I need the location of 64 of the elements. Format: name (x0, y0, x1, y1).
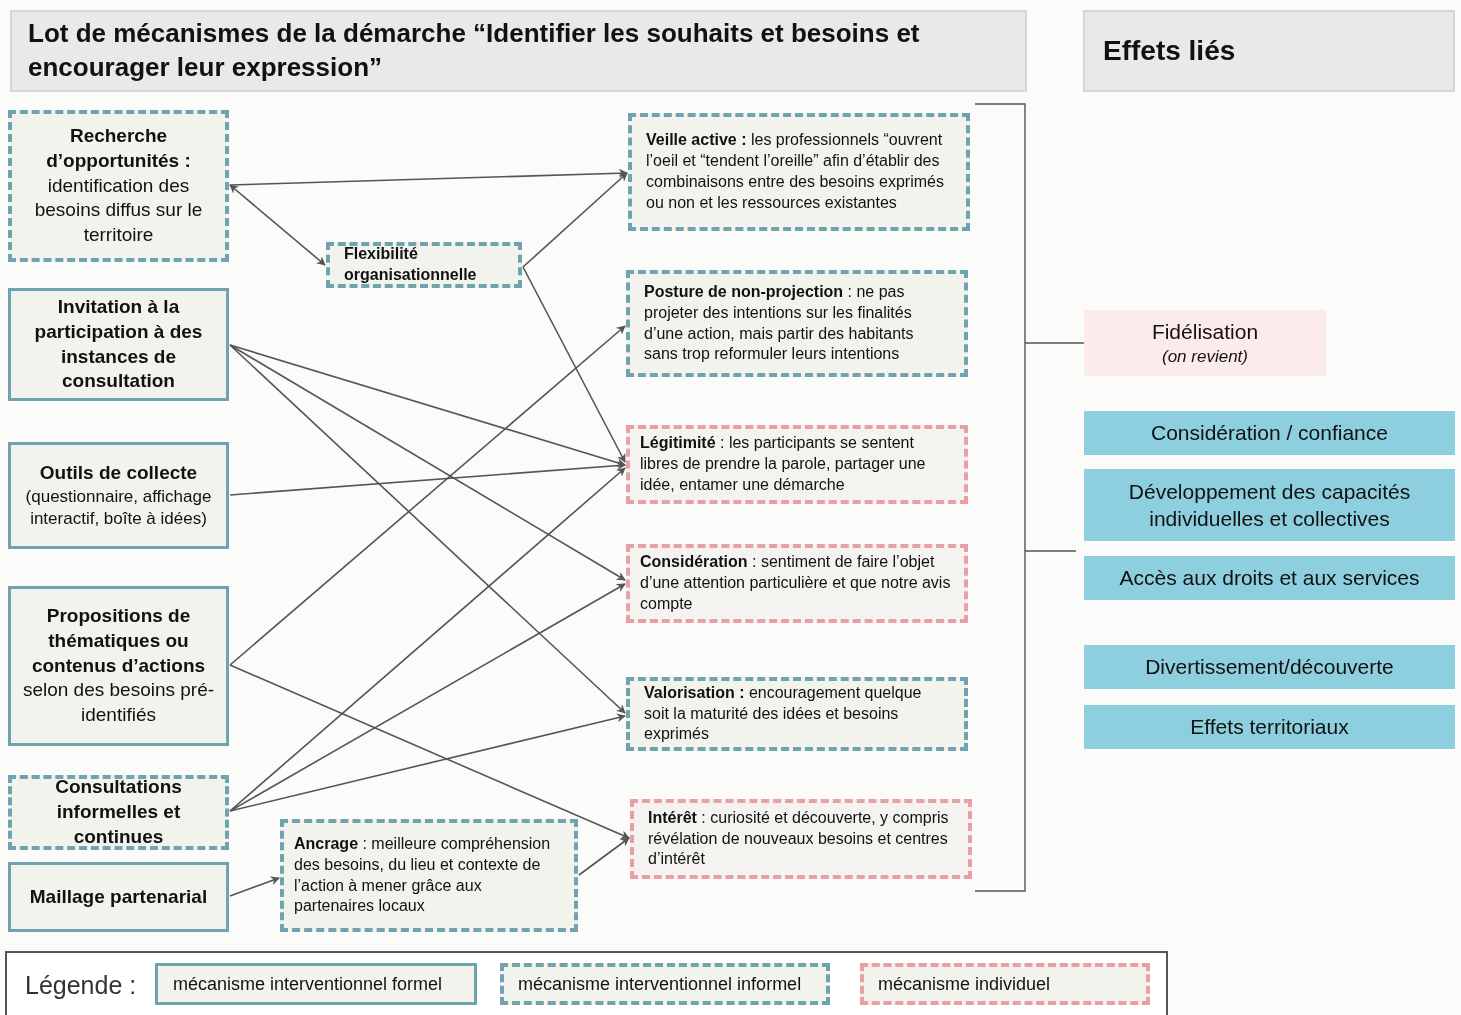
node-subtext: (on revient) (1161, 345, 1249, 368)
node-text: Recherche d’opportunités : identification des besoins diffus sur le territoire (33, 124, 204, 248)
informal-mechanism-box (326, 242, 522, 288)
node-text: Considération : sentiment de faire l’objet d’une attention particulière et que notre avis compte (640, 552, 952, 614)
formal-mechanism-box (8, 586, 229, 746)
individual-mechanism-box (626, 425, 968, 504)
arrow (229, 344, 626, 714)
formal-mechanism-box (8, 862, 229, 932)
legend-text: mécanisme interventionnel formel (173, 974, 443, 995)
header-band (1083, 10, 1455, 92)
node-text: Considération / confiance (1150, 420, 1389, 447)
informal-mechanism-box (628, 113, 970, 231)
node-subtext: (questionnaire, affichage interactif, boîte à idées) (24, 485, 213, 530)
node-text: Développement des capacités individuelles et collectives (1127, 478, 1412, 532)
arrow (229, 461, 626, 496)
header-band (10, 10, 1027, 92)
arrow (229, 876, 280, 897)
node-text: Invitation à la participation à des instances de consultation (33, 295, 204, 394)
node-text: Ancrage : meilleure compréhension des besoins, du lieu et contexte de l’action à mener grâce aux partenaires locaux (294, 833, 552, 917)
arrow (229, 325, 626, 666)
arrow (229, 713, 626, 812)
legend-text: mécanisme individuel (878, 974, 1051, 995)
arrow (578, 837, 630, 876)
node-text: Valorisation : encouragement quelque soit la maturité des idées et besoins exprimés (644, 682, 923, 745)
formal-mechanism-box (8, 442, 229, 549)
arrow (229, 583, 626, 812)
arrow (229, 344, 626, 467)
formal-mechanism-box (8, 288, 229, 401)
node-text: Flexibilité organisationnelle (344, 244, 478, 285)
arrow (522, 172, 628, 268)
informal-mechanism-box (8, 775, 229, 850)
node-text: Effets liés (1103, 33, 1237, 68)
arrow (229, 467, 626, 812)
effect-box (1084, 645, 1455, 689)
node-text: Outils de collecte (38, 461, 199, 486)
effect-box (1084, 556, 1455, 600)
individual-mechanism-box (630, 799, 972, 879)
effect-box (1084, 310, 1326, 376)
node-text: Divertissement/découverte (1144, 654, 1395, 681)
effect-box (1084, 469, 1455, 541)
informal-mechanism-box (280, 819, 578, 932)
informal-mechanism-box (8, 110, 229, 262)
node-text: Effets territoriaux (1189, 714, 1350, 741)
arrow (522, 266, 626, 463)
node-text: Veille active : les professionnels “ouvrent l’oeil et “tendent l’oreille” afin d’établir des combinaisons entre des besoins exprimés ou non et les ressources existantes (646, 130, 945, 213)
arrow (229, 184, 326, 266)
legend-text: mécanisme interventionnel informel (518, 974, 802, 995)
node-text: Lot de mécanismes de la démarche “Identifier les souhaits et besoins et encourager leur expression” (28, 17, 921, 84)
arrow (229, 664, 630, 839)
informal-mechanism-box (626, 270, 968, 377)
informal-mechanism-box (626, 677, 968, 751)
node-text: Fidélisation (1150, 319, 1260, 346)
node-text: Accès aux droits et aux services (1118, 565, 1421, 592)
node-text: Maillage partenarial (28, 884, 209, 909)
node-text: Consultations informelles et continues (54, 775, 183, 849)
node-text: Intérêt : curiosité et découverte, y compris révélation de nouveaux besoins et centres d’intérêt (648, 807, 950, 870)
individual-mechanism-box (626, 544, 968, 623)
node-text: Légitimité : les participants se sentent libres de prendre la parole, partager une idée, entamer une démarche (640, 433, 927, 495)
legend-title: Légende : (25, 971, 137, 1000)
node-text: Propositions de thématiques ou contenus d’actions selon des besoins pré-identifiés (21, 604, 216, 728)
effect-box (1084, 411, 1455, 455)
effect-box (1084, 705, 1455, 749)
arrow (229, 168, 628, 186)
node-text: Posture de non-projection : ne pas projeter des intentions sur les finalités d’une action, mais partir des habitants sans trop reformuler leurs intentions (644, 281, 915, 365)
